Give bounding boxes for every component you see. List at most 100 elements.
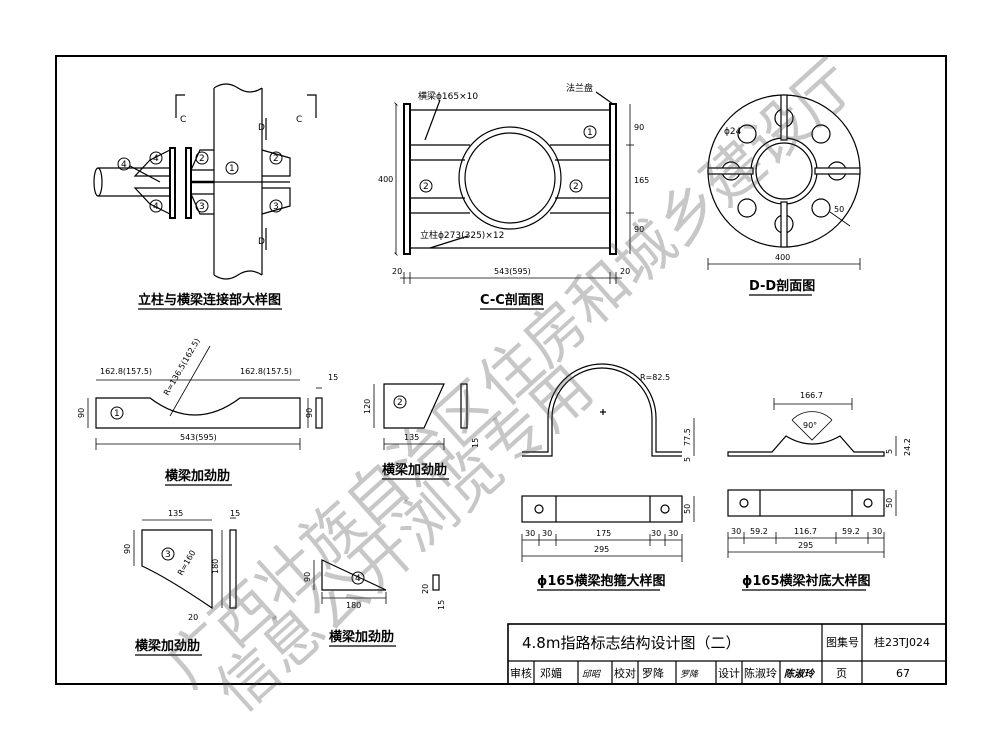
dim-seg: 30 [542,529,552,538]
section-dd-view [707,94,861,270]
joint-detail-labels: C C D D 4 4 4 2 3 1 2 3 立柱与横梁连接部大样图 [117,115,302,310]
dim-edge: 50 [834,205,844,214]
dim-total: 295 [798,541,813,550]
design-signature: 陈淑玲 [784,668,816,680]
section-cc-view [394,91,634,284]
section-mark-d-bottom: D [258,237,265,247]
part-callout: 1 [229,164,235,174]
check-name: 罗降 [642,666,664,680]
dim-side: 20 [421,584,430,594]
design-label: 设计 [718,667,740,680]
section-cc-caption: C-C剖面图 [480,292,544,308]
dim-h2: 24.2 [903,438,912,456]
dim-thick: 15 [230,509,240,518]
section-mark-d-top: D [258,123,265,133]
part-callout: 4 [153,154,159,164]
dim-left-height: 90 [123,544,132,554]
drawing-title: 4.8m指路标志结构设计图（二） [522,634,740,652]
dim-width: 50 [885,498,894,508]
stiffener-1-labels: 1 162.8(157.5) 162.8(157.5) R=136.5(162.… [77,337,338,486]
dim-seg: 59.2 [842,527,860,536]
page-number: 67 [896,667,910,680]
review-label: 审核 [510,666,532,680]
dim-thick: 15 [471,438,480,448]
dim-right: 162.8(157.5) [240,367,292,376]
stiffener-2-caption: 横梁加劲肋 [382,462,447,478]
hole-label: ϕ24 [724,127,742,137]
stiffener-2-labels: 2 120 135 15 横梁加劲肋 [363,395,480,480]
dim-seg: 30 [731,527,741,536]
dim-width: 543(595) [494,267,531,276]
dim-radius: R=160 [176,549,198,577]
dim-width: 135 [404,433,419,442]
hoop-detail-view [521,363,695,562]
dim-seg: 30 [525,529,535,538]
dim-length: 543(595) [180,433,217,442]
title-block [507,623,947,685]
stiffener-1-view [87,345,323,450]
dim-thick: 15 [437,600,446,610]
part-callout: 2 [423,182,429,192]
liner-detail-labels: 166.7 90° 5 24.2 50 30 59.2 116.7 59.2 3… [731,391,912,591]
dim-h1: 5 [885,449,894,454]
dim-width: 135 [168,509,183,518]
atlas-label: 图集号 [826,635,859,649]
stiffener-4-labels: 4 90 180 20 15 横梁加劲肋 [303,571,446,647]
part-callout: 4 [153,202,159,212]
stiffener-1-caption: 横梁加劲肋 [165,468,230,484]
hoop-detail-caption: ϕ165横梁抱箍大样图 [537,573,666,589]
dim-total: 295 [594,545,609,554]
dim-height: 90 [303,572,312,582]
dim-diameter: 400 [775,253,790,262]
dim-top: 90 [634,123,644,132]
dim-bottom: 20 [188,613,198,622]
beam-label: 横梁ϕ165×10 [418,90,478,102]
part-callout: 2 [199,154,205,164]
dim-bottom: 90 [634,225,644,234]
part-callout: 2 [573,182,579,192]
dim-width: 180 [346,601,361,610]
dim-mid: 175 [596,529,611,538]
stiffener-3-caption: 横梁加劲肋 [135,638,200,654]
section-dd-labels: ϕ24 400 50 D-D剖面图 [724,127,844,296]
dim-side-height: 90 [305,408,314,418]
check-signature: 罗降 [680,669,699,680]
dim-left: 20 [392,267,402,276]
check-label: 校对 [614,666,636,680]
part-callout: 3 [273,202,279,212]
dim-base: 5 [683,457,692,462]
dim-mid: 165 [634,176,649,185]
part-callout: 3 [199,202,205,212]
section-dd-caption: D-D剖面图 [749,278,815,294]
hoop-detail-labels: R=82.5 77.5 5 50 30 30 175 30 30 295 ϕ16… [525,373,692,591]
joint-detail-view [93,83,317,280]
dim-top: 166.7 [800,391,823,400]
dim-height: 180 [211,559,220,574]
liner-detail-caption: ϕ165横梁衬底大样图 [742,573,871,589]
joint-detail-caption: 立柱与横梁连接部大样图 [138,292,281,308]
flange-label: 法兰盘 [566,82,593,94]
review-name: 邓媚 [540,666,562,680]
part-callout: 4 [121,160,127,170]
dim-mid: 116.7 [794,527,817,536]
page-label: 页 [836,667,847,680]
stiffener-4-view [313,559,440,604]
post-label: 立柱ϕ273(325)×12 [420,229,504,241]
title-block-text: 4.8m指路标志结构设计图（二） 图集号 桂23TJ024 审核 邓媚 邱昭 校… [510,634,930,680]
dim-radius: R=82.5 [640,373,670,382]
stiffener-3-view [133,517,237,610]
review-signature: 邱昭 [582,669,602,680]
part-callout: 1 [587,128,593,138]
dim-width: 50 [683,504,692,514]
section-cc-labels: 横梁ϕ165×10 法兰盘 立柱ϕ273(325)×12 1 2 2 400 9… [378,82,649,310]
section-mark-c-left: C [180,115,186,125]
dim-height: 90 [77,408,86,418]
section-mark-c-right: C [296,115,302,125]
stiffener-4-caption: 横梁加劲肋 [329,629,394,645]
part-callout: 2 [397,398,403,408]
part-callout: 3 [165,550,171,560]
dim-height: 77.5 [683,428,692,446]
dim-radius: R=136.5(162.5) [162,337,202,397]
dim-seg: 59.2 [750,527,768,536]
